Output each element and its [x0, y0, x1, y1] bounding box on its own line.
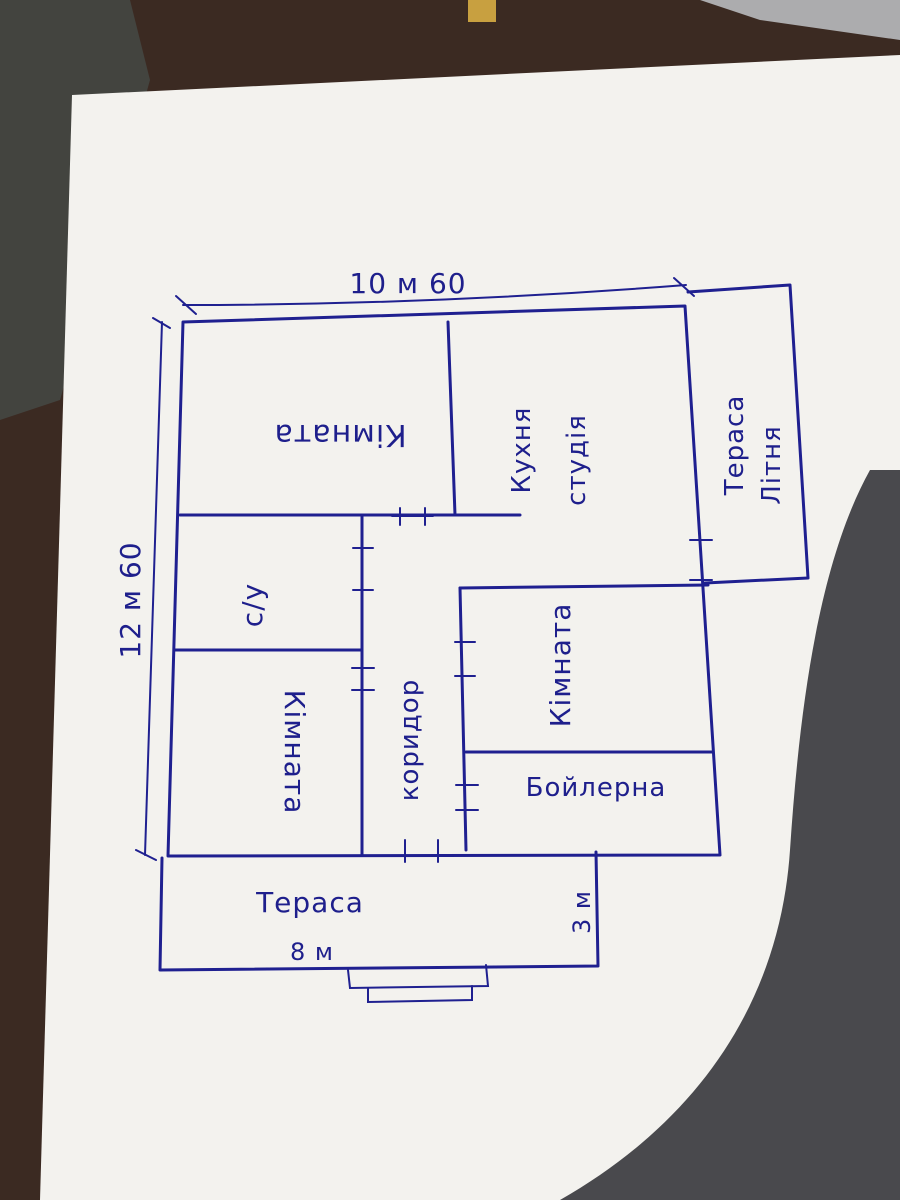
top-dimension-label: 10 м 60: [349, 267, 466, 300]
wall-right-room-top: [458, 583, 710, 590]
summer-terrace-outline: [686, 283, 810, 585]
pencil-tip: [468, 0, 496, 22]
kitchen-label-line2: студія: [562, 414, 592, 506]
room-bottom-left-label: Кімната: [278, 690, 311, 815]
wall-kitchen-divider: [446, 320, 457, 517]
wall-right-room-left: [458, 586, 468, 852]
top-dimension-line: [182, 284, 687, 306]
boiler-room-label: Бойлерна: [526, 773, 667, 803]
terrace-bottom-label: Тераса: [255, 886, 364, 919]
left-dimension-label: 12 м 60: [114, 541, 147, 658]
bathroom-label: с/у: [236, 583, 269, 627]
desk-object: [700, 0, 900, 40]
terrace-depth-label: 3 м: [568, 890, 596, 934]
left-dimension-line: [144, 321, 163, 856]
kitchen-label-line1: Кухня: [507, 407, 537, 494]
door-marks: [351, 507, 713, 863]
step-lower: [367, 985, 473, 1004]
terrace-width-label: 8 м: [290, 938, 334, 966]
step-outline: [347, 964, 490, 990]
summer-terrace-label-line2: Літня: [757, 425, 787, 505]
summer-terrace-label-line1: Тераса: [720, 395, 750, 497]
room-top-left-label: Кімната: [273, 417, 406, 452]
room-right-label: Кімната: [544, 603, 577, 728]
dimension-lines: [135, 277, 695, 861]
bottom-terrace-outline: [158, 850, 600, 972]
outer-wall: [166, 304, 722, 858]
paper-sheet: [40, 55, 900, 1200]
photo-shadow: [560, 470, 900, 1200]
corridor-label: коридор: [395, 679, 425, 801]
